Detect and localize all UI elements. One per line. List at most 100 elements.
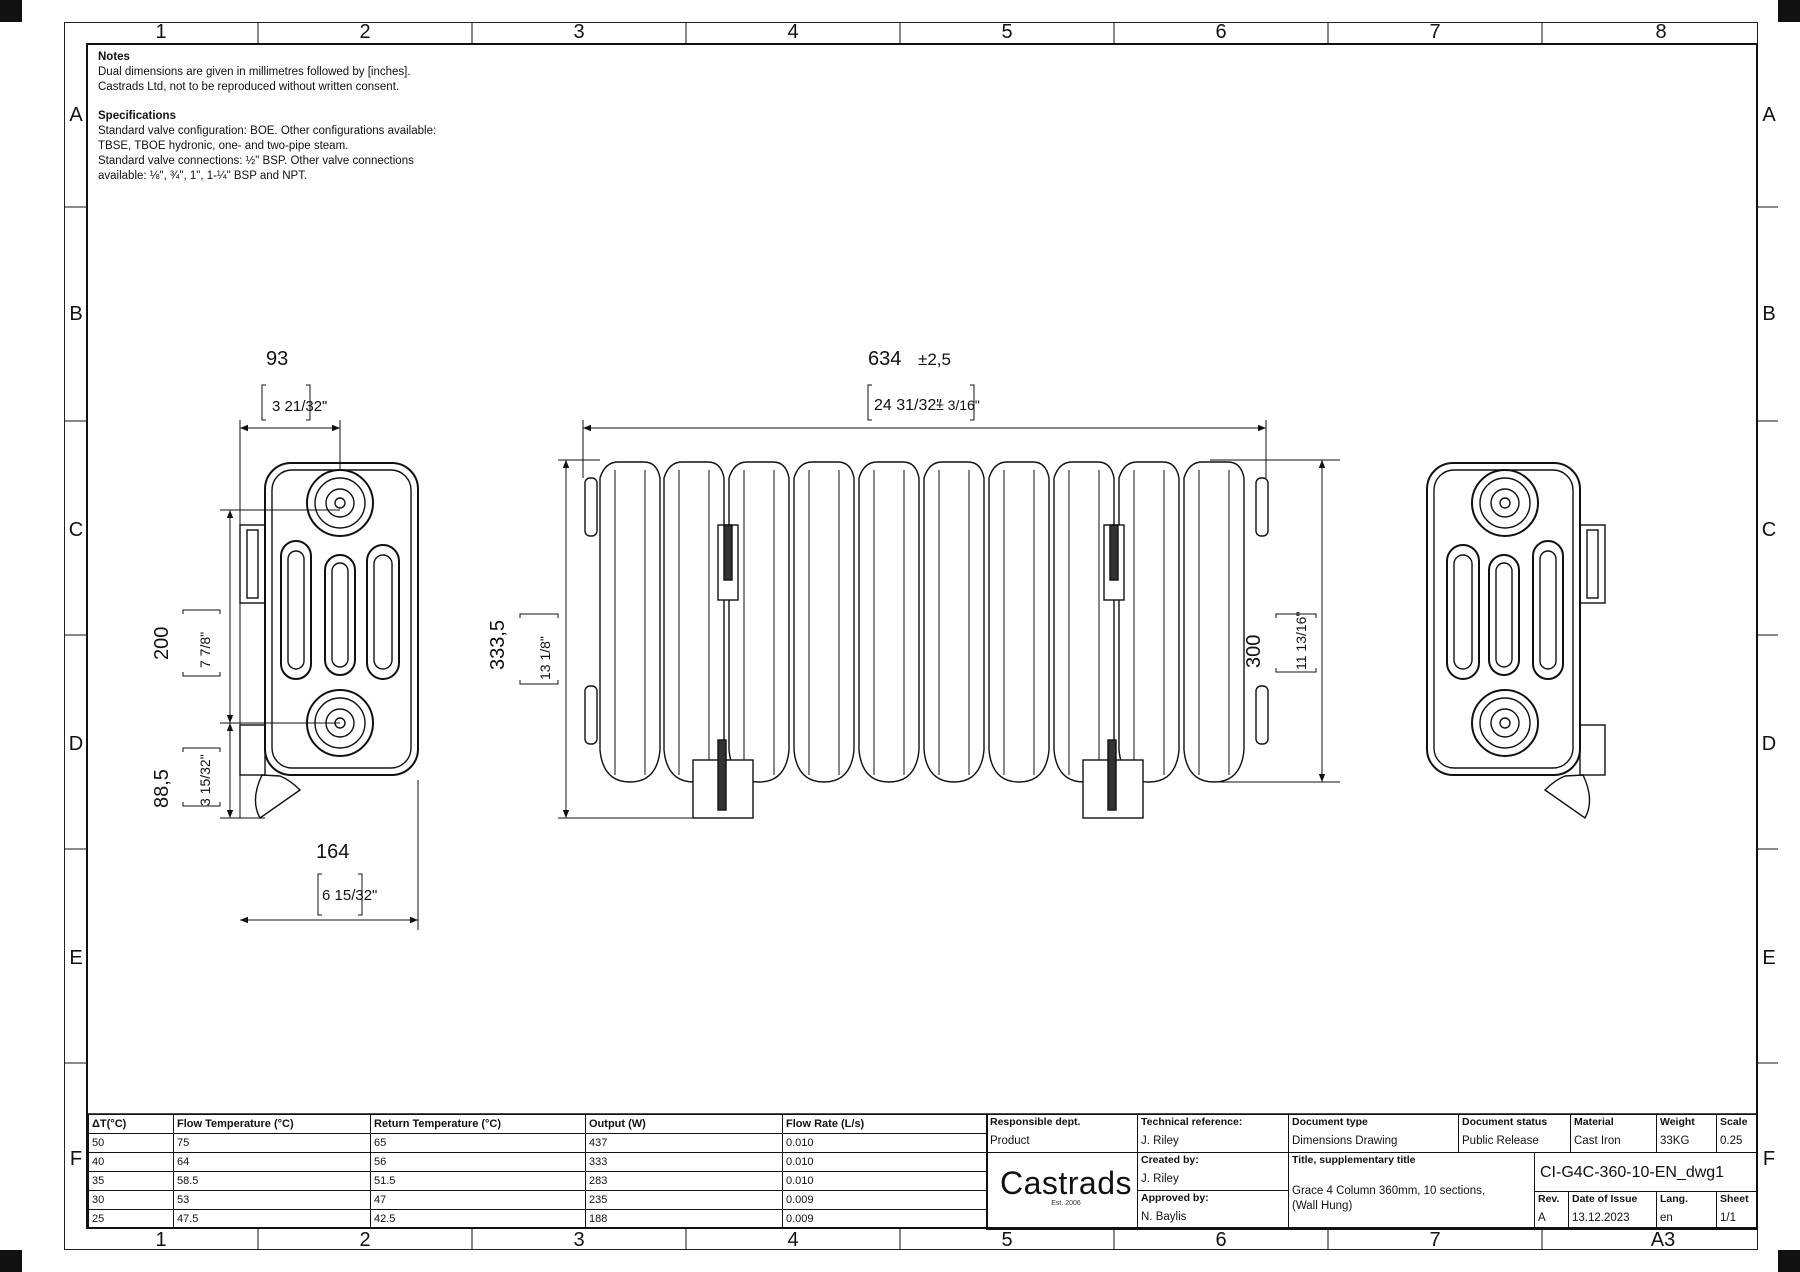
- dim-length-tol-in: ± 3/16": [936, 397, 980, 413]
- zone-col-3-bottom: 3: [573, 1229, 585, 1251]
- table-cell: 75: [173, 1133, 371, 1153]
- table-cell: 0.010: [782, 1152, 988, 1172]
- zone-col-1-bottom: 1: [155, 1229, 167, 1251]
- sheet-value: 1/1: [1720, 1212, 1736, 1224]
- weight-cell: Weight 33KG: [1656, 1114, 1717, 1153]
- dim-floor-in: 3 15/32": [197, 754, 213, 806]
- table-row: 35 58.5 51.5 283 0.010: [88, 1171, 988, 1191]
- approved-by-label: Approved by:: [1141, 1192, 1209, 1204]
- dim-centers-mm: 200: [151, 627, 173, 660]
- table-cell: 64: [173, 1152, 371, 1172]
- corner-mark-top-right: [1778, 0, 1800, 22]
- table-row: 40 64 56 333 0.010: [88, 1152, 988, 1172]
- table-cell: 437: [585, 1133, 783, 1153]
- zone-row-F: F: [69, 1148, 83, 1170]
- table-cell: 51.5: [370, 1171, 586, 1191]
- dim-floor-mm: 88,5: [151, 769, 173, 808]
- zone-row-A-right: A: [1762, 104, 1776, 126]
- material-cell: Material Cast Iron: [1570, 1114, 1657, 1153]
- table-row: 50 75 65 437 0.010: [88, 1133, 988, 1153]
- zone-row-F-right: F: [1762, 1148, 1776, 1170]
- table-cell: 42.5: [370, 1209, 586, 1229]
- dim-length-mm: 634: [868, 348, 901, 370]
- responsible-dept-value: Product: [990, 1135, 1030, 1147]
- column-header: Return Temperature (°C): [370, 1114, 586, 1134]
- spec-line: Standard valve configuration: BOE. Other…: [98, 125, 437, 137]
- created-by-cell: Created by: J. Riley: [1137, 1152, 1289, 1191]
- rev-value: A: [1538, 1212, 1546, 1224]
- corner-mark-top-left: [0, 0, 22, 22]
- table-cell: 0.009: [782, 1209, 988, 1229]
- column-header: ΔT(°C): [88, 1114, 174, 1134]
- date-value: 13.12.2023: [1572, 1212, 1630, 1224]
- table-cell: 53: [173, 1190, 371, 1210]
- table-cell: 47: [370, 1190, 586, 1210]
- rev-label: Rev.: [1538, 1193, 1560, 1205]
- table-cell: 0.010: [782, 1171, 988, 1191]
- material-value: Cast Iron: [1574, 1135, 1621, 1147]
- zone-col-6: 6: [1215, 21, 1227, 43]
- created-by-label: Created by:: [1141, 1154, 1199, 1166]
- column-header: Output (W): [585, 1114, 783, 1134]
- weight-label: Weight: [1660, 1116, 1695, 1128]
- zone-col-1: 1: [155, 21, 167, 43]
- zone-row-D-right: D: [1761, 733, 1777, 755]
- date-cell: Date of Issue 13.12.2023: [1568, 1191, 1657, 1230]
- created-by-value: J. Riley: [1141, 1173, 1179, 1185]
- spec-line: available: ⅛", ¾", 1", 1-¼" BSP and NPT.: [98, 170, 308, 182]
- responsible-dept-cell: Responsible dept. Product: [986, 1114, 1138, 1153]
- table-cell: 35: [88, 1171, 174, 1191]
- castrads-logo: Castrads Est. 2006: [988, 1165, 1144, 1207]
- dim-side-depth-mm: 164: [316, 841, 349, 863]
- table-cell: 47.5: [173, 1209, 371, 1229]
- table-cell: 188: [585, 1209, 783, 1229]
- zone-col-6-bottom: 6: [1215, 1229, 1227, 1251]
- dim-section-mm: 300: [1243, 635, 1265, 668]
- title-cell: Title, supplementary title Grace 4 Colum…: [1288, 1152, 1535, 1230]
- radiator-sections: [599, 461, 1245, 783]
- lang-value: en: [1660, 1212, 1673, 1224]
- sheet-size: A3: [1650, 1229, 1676, 1251]
- table-cell: 283: [585, 1171, 783, 1191]
- left-view-dimensions: [182, 384, 419, 930]
- weight-value: 33KG: [1660, 1135, 1690, 1147]
- zone-col-7-bottom: 7: [1429, 1229, 1441, 1251]
- zone-col-4: 4: [787, 21, 799, 43]
- zone-row-B: B: [69, 303, 83, 325]
- zone-col-3: 3: [573, 21, 585, 43]
- dim-length-tol: ±2,5: [918, 350, 951, 369]
- zone-col-7: 7: [1429, 21, 1441, 43]
- material-label: Material: [1574, 1116, 1614, 1128]
- table-cell: 0.010: [782, 1133, 988, 1153]
- front-view: [584, 461, 1269, 819]
- specifications-heading: Specifications: [98, 110, 176, 122]
- dim-height-mm: 333,5: [487, 620, 509, 670]
- zone-row-C: C: [68, 519, 84, 541]
- zone-col-4-bottom: 4: [787, 1229, 799, 1251]
- table-cell: 235: [585, 1190, 783, 1210]
- left-side-view: [239, 462, 419, 820]
- zone-row-D: D: [68, 733, 84, 755]
- responsible-dept-label: Responsible dept.: [990, 1116, 1081, 1128]
- logo-name: Castrads: [999, 1165, 1133, 1201]
- doc-status-label: Document status: [1462, 1116, 1548, 1128]
- notes-block: Notes Dual dimensions are given in milli…: [98, 50, 518, 184]
- table-cell: 30: [88, 1190, 174, 1210]
- document-number: CI-G4C-360-10-EN_dwg1: [1540, 1164, 1725, 1181]
- doc-status-cell: Document status Public Release: [1458, 1114, 1571, 1153]
- table-header-row: ΔT(°C) Flow Temperature (°C) Return Temp…: [88, 1114, 988, 1134]
- lang-cell: Lang. en: [1656, 1191, 1717, 1230]
- tech-ref-value: J. Riley: [1141, 1135, 1179, 1147]
- corner-mark-bottom-left: [0, 1250, 22, 1272]
- notes-line: Dual dimensions are given in millimetres…: [98, 66, 411, 78]
- table-cell: 50: [88, 1133, 174, 1153]
- scale-value: 0.25: [1720, 1135, 1743, 1147]
- notes-line: Castrads Ltd, not to be reproduced witho…: [98, 81, 400, 93]
- dim-side-width-mm: 93: [266, 348, 288, 370]
- doc-type-value: Dimensions Drawing: [1292, 1135, 1398, 1147]
- tech-ref-label: Technical reference:: [1141, 1116, 1243, 1128]
- scale-label: Scale: [1720, 1116, 1748, 1128]
- zone-row-E: E: [69, 947, 83, 969]
- zone-col-5-bottom: 5: [1001, 1229, 1013, 1251]
